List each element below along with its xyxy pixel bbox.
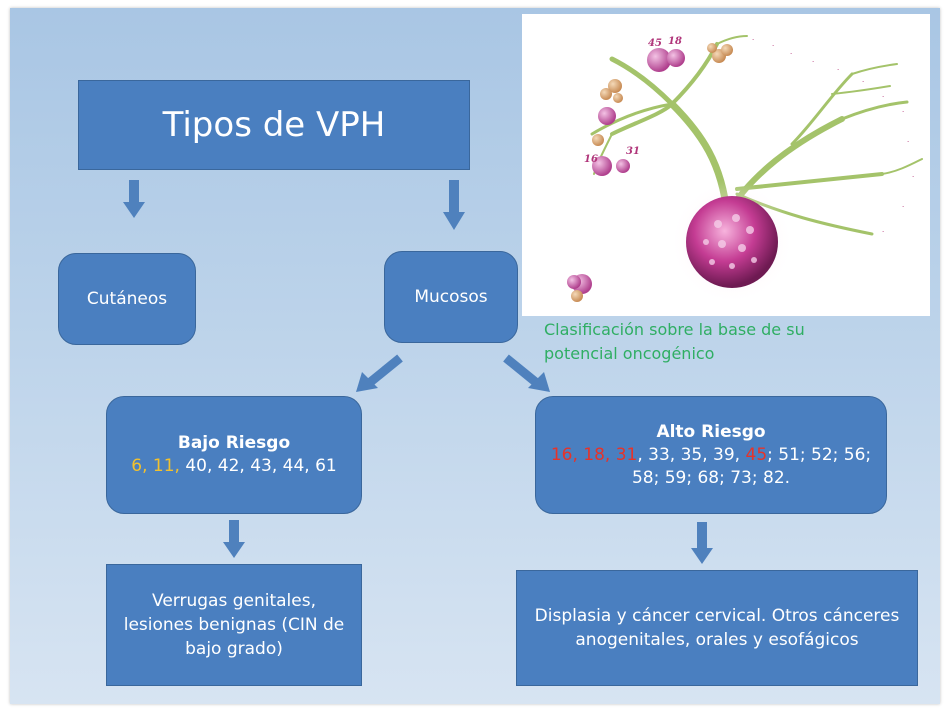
svg-text:·: · (912, 173, 914, 181)
svg-text:·: · (882, 93, 884, 101)
low-risk-type-highlight: 6 (131, 456, 143, 476)
high-risk-type-highlight: 16 (550, 444, 573, 465)
low-risk-type-highlight: 11 (152, 456, 175, 476)
svg-text:·: · (772, 42, 774, 50)
low-risk-types-rest: 40, 42, 43, 44, 61 (179, 456, 337, 476)
tree-label: 45 (648, 38, 662, 49)
arrow-down-icon (223, 520, 245, 558)
mucosal-label: Mucosos (414, 287, 488, 307)
separator: , (142, 456, 148, 476)
svg-text:·: · (902, 203, 904, 211)
high-risk-type-highlight: 45 (745, 444, 768, 465)
high-risk-types-rest: ; 51; 52; 56; 58; 59; 68; 73; 82. (631, 444, 872, 488)
svg-text:·: · (902, 108, 904, 116)
low-risk-box: Bajo Riesgo 6, 11, 40, 42, 43, 44, 61 (106, 396, 362, 514)
page-title: Tipos de VPH (162, 105, 386, 145)
tree-label: 18 (668, 36, 682, 47)
high-risk-box: Alto Riesgo 16, 18, 31, 33, 35, 39, 45; … (535, 396, 887, 514)
separator: , (604, 444, 616, 465)
high-risk-outcome-box: Displasia y cáncer cervical. Otros cánce… (516, 570, 918, 686)
low-risk-types: 6, 11, 40, 42, 43, 44, 61 (131, 455, 336, 478)
image-caption: Clasificación sobre la base de su potenc… (544, 320, 805, 363)
high-risk-type-highlight: 18 (583, 444, 605, 465)
svg-text:·: · (882, 228, 884, 236)
arrow-down-icon (123, 180, 145, 218)
svg-text:·: · (812, 58, 814, 66)
high-risk-outcome-text: Displasia y cáncer cervical. Otros cánce… (534, 606, 900, 650)
high-risk-heading: Alto Riesgo (656, 421, 766, 442)
arrow-down-icon (691, 522, 713, 564)
title-box: Tipos de VPH (78, 80, 470, 170)
slide: Tipos de VPH Cutáneos Mucosos Bajo Riesg… (10, 8, 940, 704)
arrow-down-left-icon (356, 354, 403, 392)
separator: , (572, 444, 584, 465)
svg-text:·: · (907, 138, 909, 146)
arrow-down-icon (443, 180, 465, 230)
high-risk-types-rest: , 33, 35, 39, (637, 444, 746, 465)
svg-text:·: · (752, 36, 754, 44)
separator: , (174, 456, 180, 476)
tree-label: 16 (584, 154, 598, 165)
svg-text:·: · (862, 78, 864, 86)
hpv-phylogenetic-tree-image: · · · · · · · · · · · · (522, 14, 930, 316)
mucosal-box: Mucosos (384, 251, 518, 343)
arrow-down-right-icon (503, 354, 550, 392)
low-risk-outcome-box: Verrugas genitales, lesiones benignas (C… (106, 564, 362, 686)
cutaneous-label: Cutáneos (86, 289, 168, 309)
high-risk-type-highlight: 31 (615, 444, 638, 465)
tree-label: 31 (626, 146, 640, 157)
low-risk-outcome-text: Verrugas genitales, lesiones benignas (C… (123, 591, 345, 659)
low-risk-heading: Bajo Riesgo (177, 433, 291, 453)
svg-text:·: · (790, 50, 792, 58)
high-risk-types: 16, 18, 31, 33, 35, 39, 45; 51; 52; 56; … (546, 444, 876, 490)
cutaneous-box: Cutáneos (58, 253, 196, 345)
svg-text:·: · (837, 66, 839, 74)
